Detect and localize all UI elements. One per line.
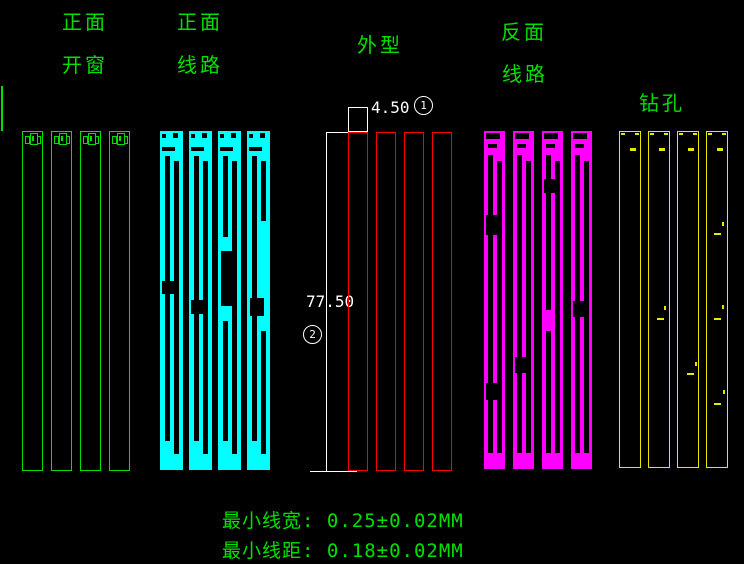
front-window-panel (22, 131, 130, 471)
panel-strip (51, 131, 72, 471)
note-min-line-width: 最小线宽: 0.25±0.02MM (222, 510, 464, 532)
label-front-window-line1: 正面 (62, 10, 108, 34)
panel-outline-bottom-edge (310, 471, 357, 472)
dim-width-balloon: 1 (414, 96, 433, 115)
dim-width-balloon-number: 1 (420, 99, 427, 112)
dim-height-balloon: 2 (303, 325, 322, 344)
label-drill: 钻孔 (639, 91, 685, 115)
front-circuit-panel (160, 131, 270, 470)
label-front-window-line2: 开窗 (62, 53, 108, 77)
panel-strip (484, 131, 505, 469)
outline-panel (348, 132, 452, 471)
label-front-circuit-line1: 正面 (177, 10, 223, 34)
panel-strip (189, 131, 212, 470)
panel-strip (22, 131, 43, 471)
panel-outline-left-edge (326, 132, 327, 471)
back-circuit-panel (484, 131, 592, 469)
drill-panel (619, 131, 728, 468)
panel-outline-top-edge (326, 132, 348, 133)
panel-strip (218, 131, 241, 470)
note-min-line-space: 最小线距: 0.18±0.02MM (222, 540, 464, 562)
panel-strip (571, 131, 592, 469)
panel-strip (706, 131, 728, 468)
dim-height-value: 77.50 (306, 292, 355, 311)
label-front-circuit-line2: 线路 (177, 53, 223, 77)
panel-strip (404, 132, 424, 471)
panel-strip (619, 131, 641, 468)
panel-strip (160, 131, 183, 470)
panel-strip (247, 131, 270, 470)
dim-width-value: 4.50 (371, 98, 410, 117)
label-back-circuit-line2: 线路 (502, 62, 548, 86)
panel-strip (376, 132, 396, 471)
panel-strip (80, 131, 101, 471)
panel-strip (542, 131, 563, 469)
panel-strip (348, 132, 368, 471)
panel-strip (109, 131, 130, 471)
panel-strip (513, 131, 534, 469)
label-back-circuit-line1: 反面 (501, 20, 547, 44)
width-dimension-box (348, 107, 368, 132)
panel-strip (648, 131, 670, 468)
panel-strip (432, 132, 452, 471)
label-outline: 外型 (357, 33, 403, 57)
edge-line-fragment (1, 86, 3, 131)
dim-height-balloon-number: 2 (309, 328, 316, 341)
panel-strip (677, 131, 699, 468)
